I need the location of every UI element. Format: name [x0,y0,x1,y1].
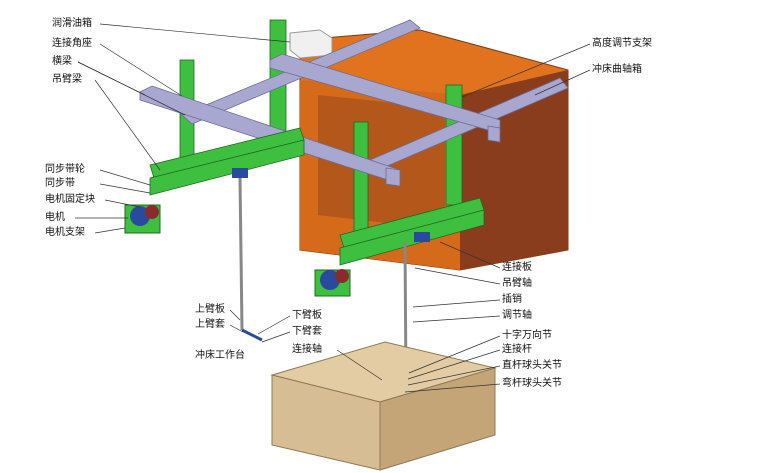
label-upper-sleeve: 上臂套 [195,319,225,330]
label-sync-belt: 同步带 [45,178,75,189]
label-upper-plate: 上臂板 [195,304,225,315]
label-corner-seat: 连接角座 [52,38,92,49]
label-hanging-beam: 吊臂梁 [52,74,82,85]
label-straight-ball: 直杆球头关节 [502,360,562,371]
label-motor-block: 电机固定块 [45,194,95,205]
arm-beams [149,127,485,266]
label-bent-ball: 弯杆球头关节 [502,378,562,389]
carriage-right [414,232,430,242]
motor-right [314,269,351,297]
label-adjust-shaft: 调节轴 [502,310,532,321]
label-connect-shaft: 连接轴 [292,344,322,355]
label-crank-box: 冲床曲轴箱 [592,64,642,75]
label-motor: 电机 [45,212,65,223]
motor-left [124,204,161,234]
lubricant-tank [289,29,333,59]
label-cross-joint: 十字万向节 [502,330,552,341]
label-press-table: 冲床工作台 [195,350,245,361]
label-lube-tank: 润滑油箱 [52,18,92,29]
label-arm-shaft: 吊臂轴 [502,278,532,289]
carriage-left [232,168,248,178]
label-pin: 插销 [502,294,522,305]
label-cross-beam: 横梁 [52,56,72,67]
label-lower-plate: 下臂板 [292,310,322,321]
label-lower-sleeve: 下臂套 [292,326,322,337]
steel-beams [139,19,569,187]
label-link-rod: 连接杆 [502,344,532,355]
label-link-plate: 连接板 [502,262,532,273]
leader-lines [75,23,591,393]
press-table [270,341,497,471]
label-height-bracket: 高度调节支架 [592,38,652,49]
label-sync-pulley: 同步带轮 [45,164,85,175]
label-motor-bracket: 电机支架 [45,227,85,238]
